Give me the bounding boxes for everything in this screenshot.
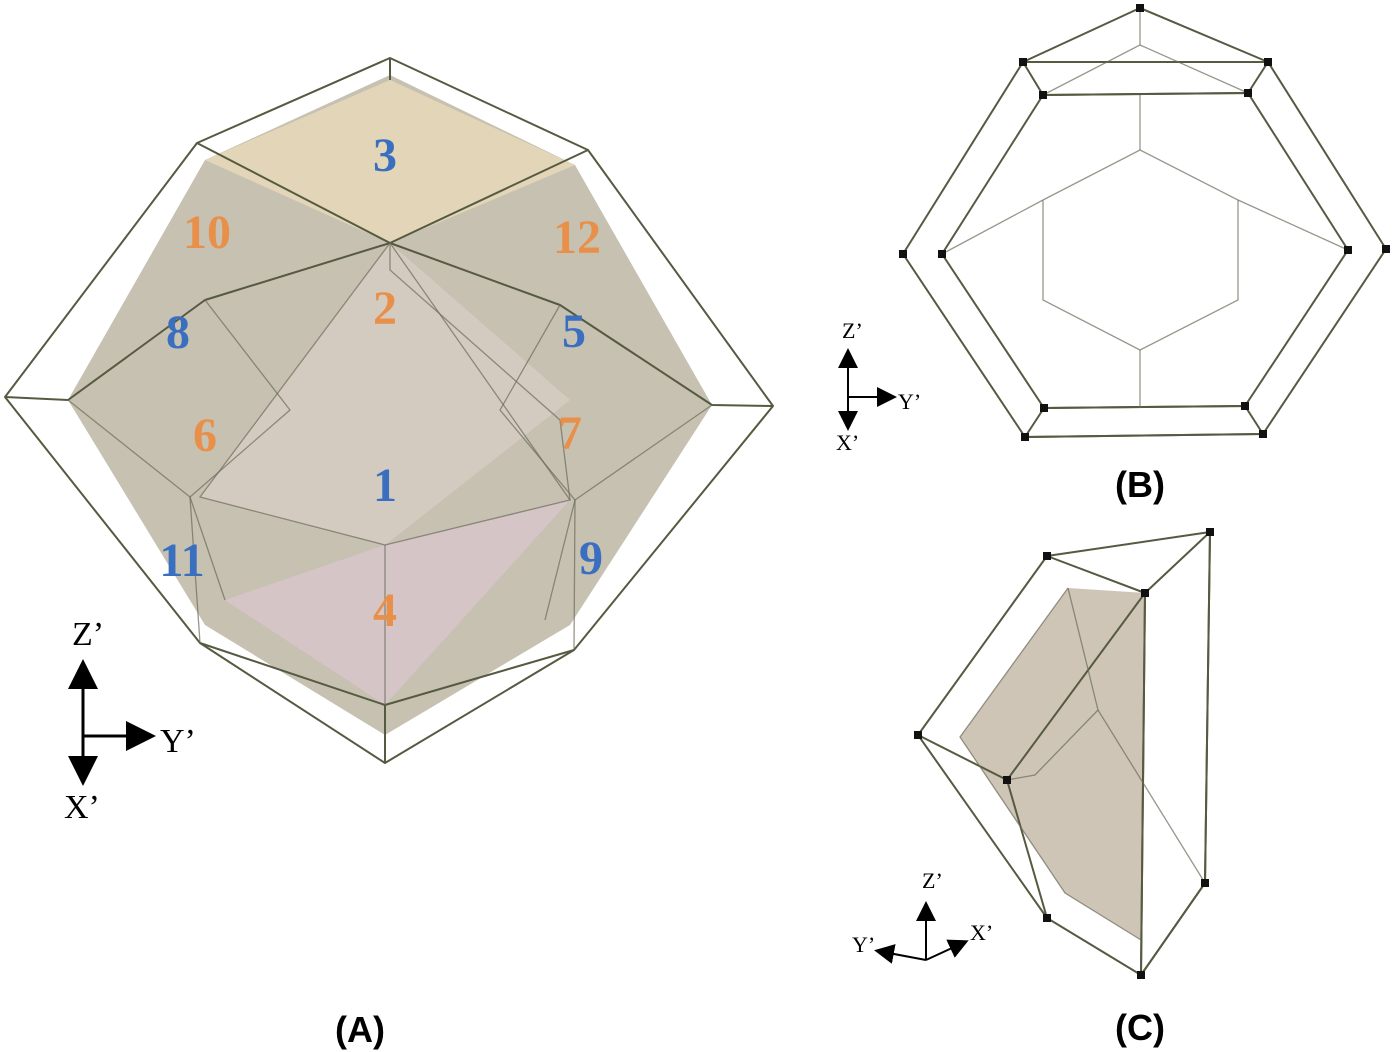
axis-label-x: X’ xyxy=(970,920,993,945)
axis-label-z: Z’ xyxy=(72,616,104,653)
face-number: 7 xyxy=(558,407,582,460)
face-number: 4 xyxy=(373,584,397,637)
axis-label-y: Y’ xyxy=(852,932,875,957)
panel-a-face-numbers: 3 10 12 2 8 5 6 7 1 11 9 4 xyxy=(159,129,603,637)
axis-label-z: Z’ xyxy=(842,318,863,343)
panel-b-axes: Z’ Y’ X’ xyxy=(836,318,921,455)
panel-a-axes: Z’ Y’ X’ xyxy=(64,616,196,826)
panel-a-label: (A) xyxy=(335,1009,385,1050)
face-number: 12 xyxy=(553,211,601,264)
axis-label-z: Z’ xyxy=(922,868,943,893)
panel-b-label: (B) xyxy=(1115,464,1165,505)
face-number: 6 xyxy=(193,409,217,462)
face-number: 8 xyxy=(166,306,190,359)
panel-c-axes: Z’ X’ Y’ xyxy=(852,868,993,964)
axis-label-y: Y’ xyxy=(898,389,921,414)
axis-label-y: Y’ xyxy=(160,723,196,760)
axis-label-x: X’ xyxy=(836,430,859,455)
panel-a-polyhedron xyxy=(4,57,774,764)
face-number: 5 xyxy=(562,305,586,358)
axis-label-x: X’ xyxy=(64,789,100,826)
face-number: 11 xyxy=(159,534,204,587)
face-number: 3 xyxy=(373,129,397,182)
panel-b-polyhedron xyxy=(899,4,1390,441)
face-number: 2 xyxy=(373,282,397,335)
face-number: 10 xyxy=(183,206,231,259)
face-number: 1 xyxy=(373,459,397,512)
panel-c-polyhedron xyxy=(914,528,1214,979)
face-number: 9 xyxy=(579,532,603,585)
panel-c-label: (C) xyxy=(1115,1007,1165,1048)
